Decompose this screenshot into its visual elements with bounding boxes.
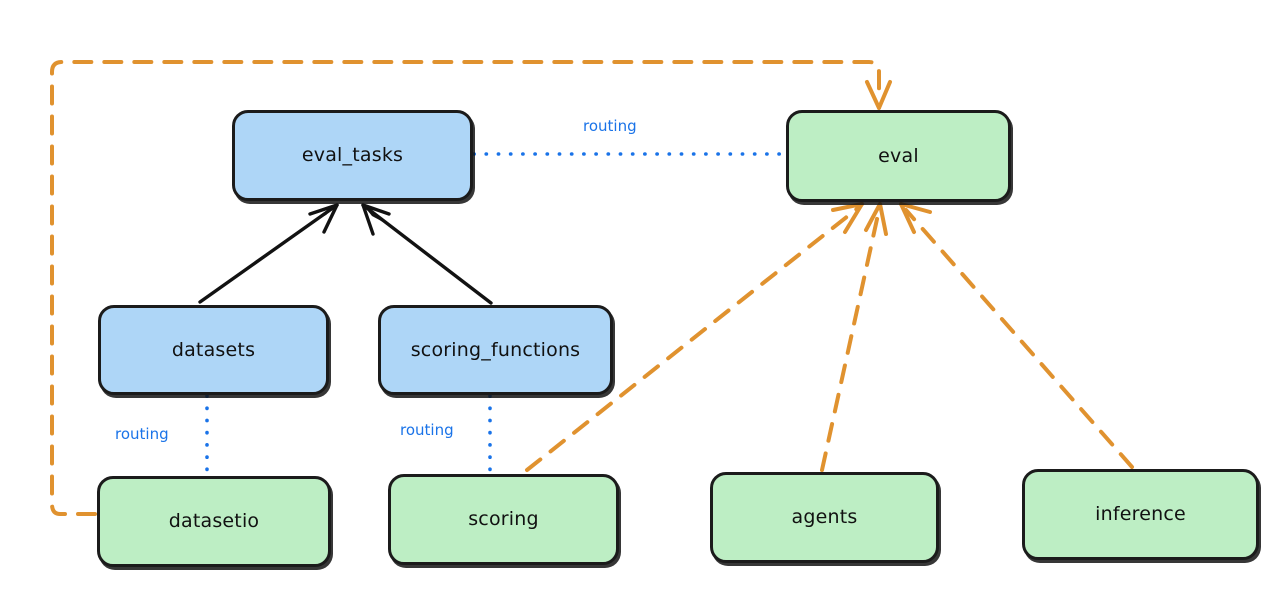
node-eval[interactable]: eval (786, 110, 1011, 202)
edge-label-routing-scoring-functions-scoring: routing (397, 421, 457, 439)
node-scoring-functions[interactable]: scoring_functions (378, 305, 613, 395)
node-label-inference: inference (1095, 503, 1186, 525)
edge-scoring-functions-to-eval-tasks (361, 203, 493, 305)
node-eval-tasks[interactable]: eval_tasks (232, 110, 473, 201)
node-label-eval: eval (878, 144, 919, 167)
node-scoring[interactable]: scoring (388, 474, 619, 565)
edge-scoring-to-eval (525, 202, 864, 472)
node-label-eval-tasks: eval_tasks (301, 144, 404, 166)
node-label-datasets: datasets (171, 338, 256, 361)
edge-agents-to-eval (820, 202, 888, 472)
edge-label-routing-datasets-datasetio: routing (112, 425, 172, 443)
node-inference[interactable]: inference (1022, 469, 1259, 560)
edge-datasets-to-eval-tasks (198, 203, 339, 304)
node-label-agents: agents (791, 506, 858, 528)
node-agents[interactable]: agents (710, 472, 939, 563)
edge-datasetio-to-eval (50, 60, 892, 516)
node-label-scoring: scoring (468, 508, 539, 530)
edge-label-routing-eval-tasks-eval: routing (580, 117, 640, 135)
node-datasets[interactable]: datasets (98, 305, 329, 395)
node-label-scoring-functions: scoring_functions (410, 338, 581, 361)
node-label-datasetio: datasetio (168, 510, 260, 532)
node-datasetio[interactable]: datasetio (97, 476, 331, 567)
edge-inference-to-eval (899, 202, 1134, 469)
